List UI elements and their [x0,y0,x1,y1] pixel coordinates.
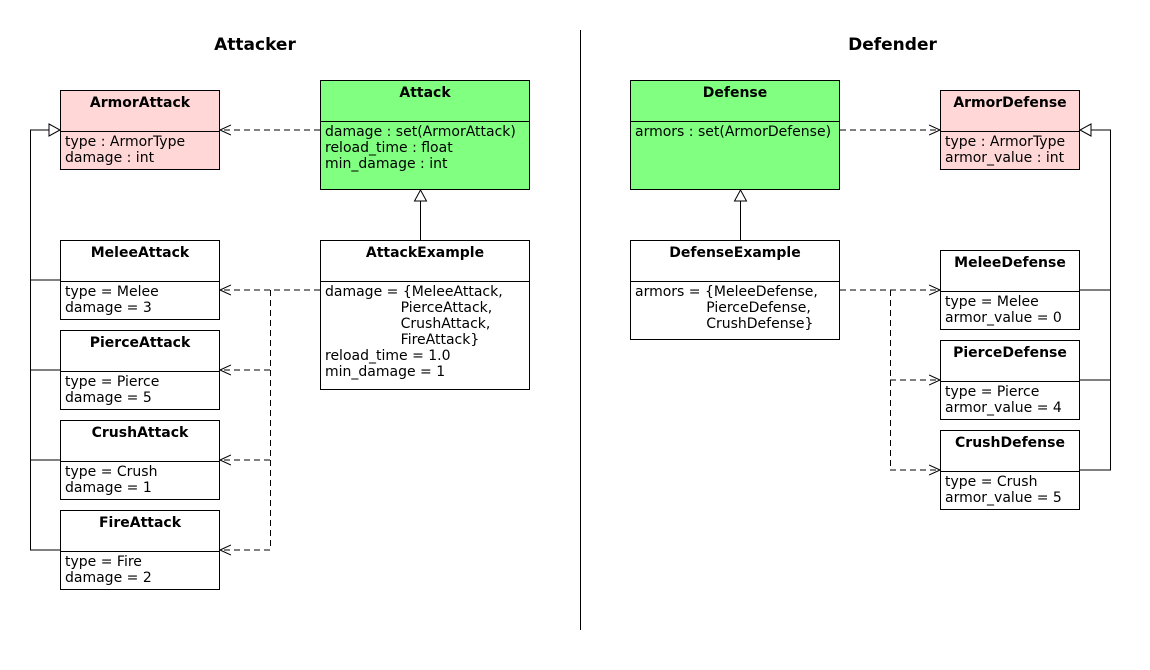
defender-title: Defender [848,35,937,55]
class-armordefense: ArmorDefense type : ArmorType armor_valu… [940,90,1080,170]
class-attributes: armors : set(ArmorDefense) [635,124,832,140]
class-name: ArmorAttack [61,91,219,132]
class-name: PierceAttack [61,331,219,372]
class-name: PierceDefense [941,341,1079,382]
class-meleedefense: MeleeDefense type = Melee armor_value = … [940,250,1080,330]
class-meleeattack: MeleeAttack type = Melee damage = 3 [60,240,220,320]
class-attributes: type = Melee armor_value = 0 [945,294,1062,326]
inheritance-trunk-attack [30,280,60,551]
class-attributes: armors = {MeleeDefense, PierceDefense, C… [635,284,818,332]
inheritance-attacks-to-armorattack [30,123,62,281]
class-attributes: type : ArmorType damage : int [65,134,186,166]
class-attributes: type = Pierce armor_value = 4 [945,384,1062,416]
class-name: ArmorDefense [941,91,1079,132]
class-name: Defense [631,81,839,122]
class-attributes: type = Crush damage = 1 [65,464,158,496]
inheritance-trunk-defense [1080,290,1111,471]
class-name: FireAttack [61,511,219,552]
class-attributes: type = Fire damage = 2 [65,554,152,586]
class-fireattack: FireAttack type = Fire damage = 2 [60,510,220,590]
class-attributes: type = Melee damage = 3 [65,284,159,316]
class-crushdefense: CrushDefense type = Crush armor_value = … [940,430,1080,510]
class-attackexample: AttackExample damage = {MeleeAttack, Pie… [320,240,530,390]
class-attributes: type = Pierce damage = 5 [65,374,160,406]
class-attributes: damage = {MeleeAttack, PierceAttack, Cru… [325,284,503,380]
class-attack: Attack damage : set(ArmorAttack) reload_… [320,80,530,190]
class-armorattack: ArmorAttack type : ArmorType damage : in… [60,90,220,170]
class-piercedefense: PierceDefense type = Pierce armor_value … [940,340,1080,420]
class-defenseexample: DefenseExample armors = {MeleeDefense, P… [630,240,840,340]
class-attributes: damage : set(ArmorAttack) reload_time : … [325,124,516,172]
inheritance-defenses-to-armordefense [1078,123,1111,291]
class-attributes: type : ArmorType armor_value : int [945,134,1066,166]
class-name: AttackExample [321,241,529,282]
class-name: MeleeDefense [941,251,1079,292]
class-pierceattack: PierceAttack type = Pierce damage = 5 [60,330,220,410]
attacker-title: Attacker [214,35,296,55]
class-name: DefenseExample [631,241,839,282]
class-name: Attack [321,81,529,122]
class-attributes: type = Crush armor_value = 5 [945,474,1062,506]
class-crushattack: CrushAttack type = Crush damage = 1 [60,420,220,500]
class-name: CrushAttack [61,421,219,462]
class-name: MeleeAttack [61,241,219,282]
class-name: CrushDefense [941,431,1079,472]
class-defense: Defense armors : set(ArmorDefense) [630,80,840,190]
